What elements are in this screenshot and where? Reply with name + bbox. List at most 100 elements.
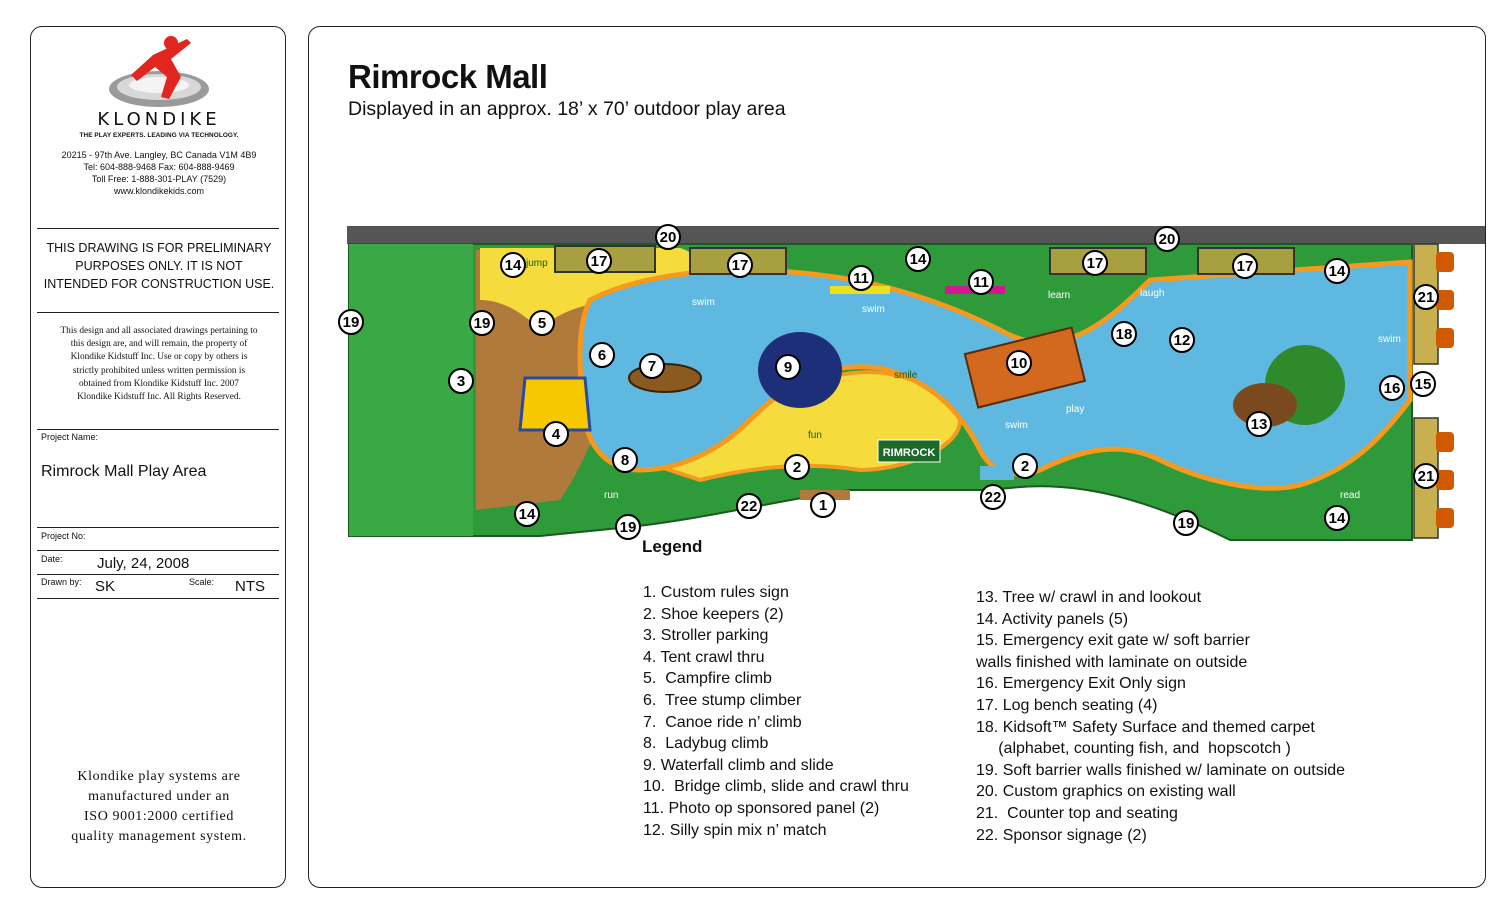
- company-address: 20215 - 97th Ave. Langley, BC Canada V1M…: [31, 149, 287, 197]
- plan-marker: 14: [500, 252, 526, 278]
- svg-text:21: 21: [1418, 468, 1435, 485]
- copyright-line: this design are, and will remain, the pr…: [70, 339, 248, 350]
- svg-text:3: 3: [457, 373, 465, 390]
- svg-text:17: 17: [1237, 258, 1254, 275]
- plan-marker: 10: [1006, 350, 1032, 376]
- plan-marker: 5: [529, 310, 555, 336]
- legend-item: 20. Custom graphics on existing wall: [976, 783, 1236, 801]
- running-figure-logo-icon: [109, 36, 209, 107]
- legend-item: 10. Bridge climb, slide and crawl thru: [643, 778, 909, 796]
- legend-item: 4. Tent crawl thru: [643, 648, 765, 666]
- floor-word: swim: [862, 304, 885, 315]
- project-no-label: Project No:: [41, 531, 86, 541]
- svg-text:17: 17: [732, 257, 749, 274]
- svg-text:12: 12: [1174, 332, 1191, 349]
- plan-marker: 21: [1413, 463, 1439, 489]
- plan-marker: 3: [448, 368, 474, 394]
- project-name-label: Project Name:: [41, 432, 99, 442]
- floor-word: learn: [1048, 290, 1070, 301]
- svg-text:14: 14: [1329, 510, 1346, 527]
- svg-text:14: 14: [505, 257, 522, 274]
- plan-marker: 12: [1169, 327, 1195, 353]
- drawing-title: Rimrock Mall: [348, 58, 548, 95]
- stool: [1436, 432, 1454, 452]
- divider: [37, 574, 279, 575]
- legend-item: walls finished with laminate on outside: [976, 653, 1248, 671]
- notice-line: THIS DRAWING IS FOR PRELIMINARY: [46, 241, 272, 255]
- svg-text:16: 16: [1384, 380, 1401, 397]
- svg-text:18: 18: [1116, 326, 1133, 343]
- company-logo: KLONDIKE THE PLAY EXPERTS. LEADING VIA T…: [31, 33, 287, 139]
- legend-item: 11. Photo op sponsored panel (2): [643, 799, 880, 817]
- copyright-line: Klondike Kidstuff Inc. Use or copy by ot…: [70, 352, 248, 363]
- svg-text:5: 5: [538, 315, 546, 332]
- plan-marker: 15: [1410, 371, 1436, 397]
- svg-text:9: 9: [784, 359, 792, 376]
- divider: [37, 550, 279, 551]
- plan-marker: 17: [1232, 253, 1258, 279]
- plan-marker: 20: [655, 224, 681, 250]
- divider: [37, 312, 279, 313]
- plan-marker: 14: [905, 246, 931, 272]
- svg-text:19: 19: [474, 315, 491, 332]
- plan-marker: 14: [514, 501, 540, 527]
- svg-text:6: 6: [598, 347, 606, 364]
- svg-text:17: 17: [1087, 255, 1104, 272]
- date-label: Date:: [41, 554, 63, 564]
- svg-text:21: 21: [1418, 289, 1435, 306]
- plan-marker: 8: [612, 447, 638, 473]
- tent-structure: [518, 376, 592, 432]
- floor-word: run: [604, 490, 618, 501]
- plan-marker: 9: [775, 354, 801, 380]
- legend-title: Legend: [642, 537, 703, 556]
- plan-marker: 21: [1413, 284, 1439, 310]
- divider: [37, 429, 279, 430]
- svg-text:19: 19: [343, 314, 360, 331]
- plan-marker: 18: [1111, 321, 1137, 347]
- notice-line: INTENDED FOR CONSTRUCTION USE.: [43, 277, 275, 291]
- legend-column-2: 13. Tree w/ crawl in and lookout 14. Act…: [976, 587, 1345, 846]
- legend-item: 8. Ladybug climb: [643, 735, 769, 753]
- iso-line: quality management system.: [71, 829, 247, 844]
- svg-text:2: 2: [793, 459, 801, 476]
- svg-text:19: 19: [620, 519, 637, 536]
- company-tagline: THE PLAY EXPERTS. LEADING VIA TECHNOLOGY…: [79, 132, 239, 139]
- legend-item: 14. Activity panels (5): [976, 610, 1129, 628]
- drawn-by-value: SK: [95, 578, 116, 595]
- floor-word: read: [1340, 490, 1360, 501]
- floor-word: smile: [894, 370, 918, 381]
- floor-word: swim: [692, 297, 715, 308]
- floor-word: play: [1066, 404, 1084, 415]
- legend-item: 6. Tree stump climber: [643, 691, 802, 709]
- iso-statement: Klondike play systems are manufactured u…: [31, 767, 287, 847]
- iso-line: ISO 9001:2000 certified: [84, 809, 234, 824]
- plan-marker: 14: [1324, 505, 1350, 531]
- stool: [1436, 328, 1454, 348]
- legend-item: 22. Sponsor signage (2): [976, 826, 1147, 844]
- svg-text:4: 4: [552, 426, 561, 443]
- plan-marker: 17: [727, 252, 753, 278]
- stool: [1436, 252, 1454, 272]
- website-line: www.klondikekids.com: [113, 186, 205, 196]
- plan-marker: 6: [589, 342, 615, 368]
- legend-item: 12. Silly spin mix n’ match: [643, 821, 827, 839]
- plan-marker: 14: [1324, 258, 1350, 284]
- legend-item: 3. Stroller parking: [643, 627, 769, 645]
- divider: [37, 598, 279, 599]
- plan-marker: 11: [968, 269, 994, 295]
- legend-item: 18. Kidsoft™ Safety Surface and themed c…: [976, 718, 1315, 736]
- svg-text:17: 17: [591, 253, 608, 270]
- floor-word: swim: [1005, 420, 1028, 431]
- legend-item: 21. Counter top and seating: [976, 804, 1178, 822]
- legend-item: 1. Custom rules sign: [643, 584, 789, 601]
- stool: [1436, 290, 1454, 310]
- legend-item: 13. Tree w/ crawl in and lookout: [976, 589, 1202, 606]
- legend-item: 9. Waterfall climb and slide: [643, 756, 834, 774]
- plan-marker: 20: [1154, 226, 1180, 252]
- copyright-line: strictly prohibited unless written permi…: [72, 365, 246, 376]
- copyright-line: Klondike Kidstuff Inc. All Rights Reserv…: [77, 392, 241, 403]
- legend-item: 2. Shoe keepers (2): [643, 605, 784, 623]
- rimrock-sign-text: RIMROCK: [883, 447, 936, 459]
- date-value: July, 24, 2008: [97, 555, 190, 572]
